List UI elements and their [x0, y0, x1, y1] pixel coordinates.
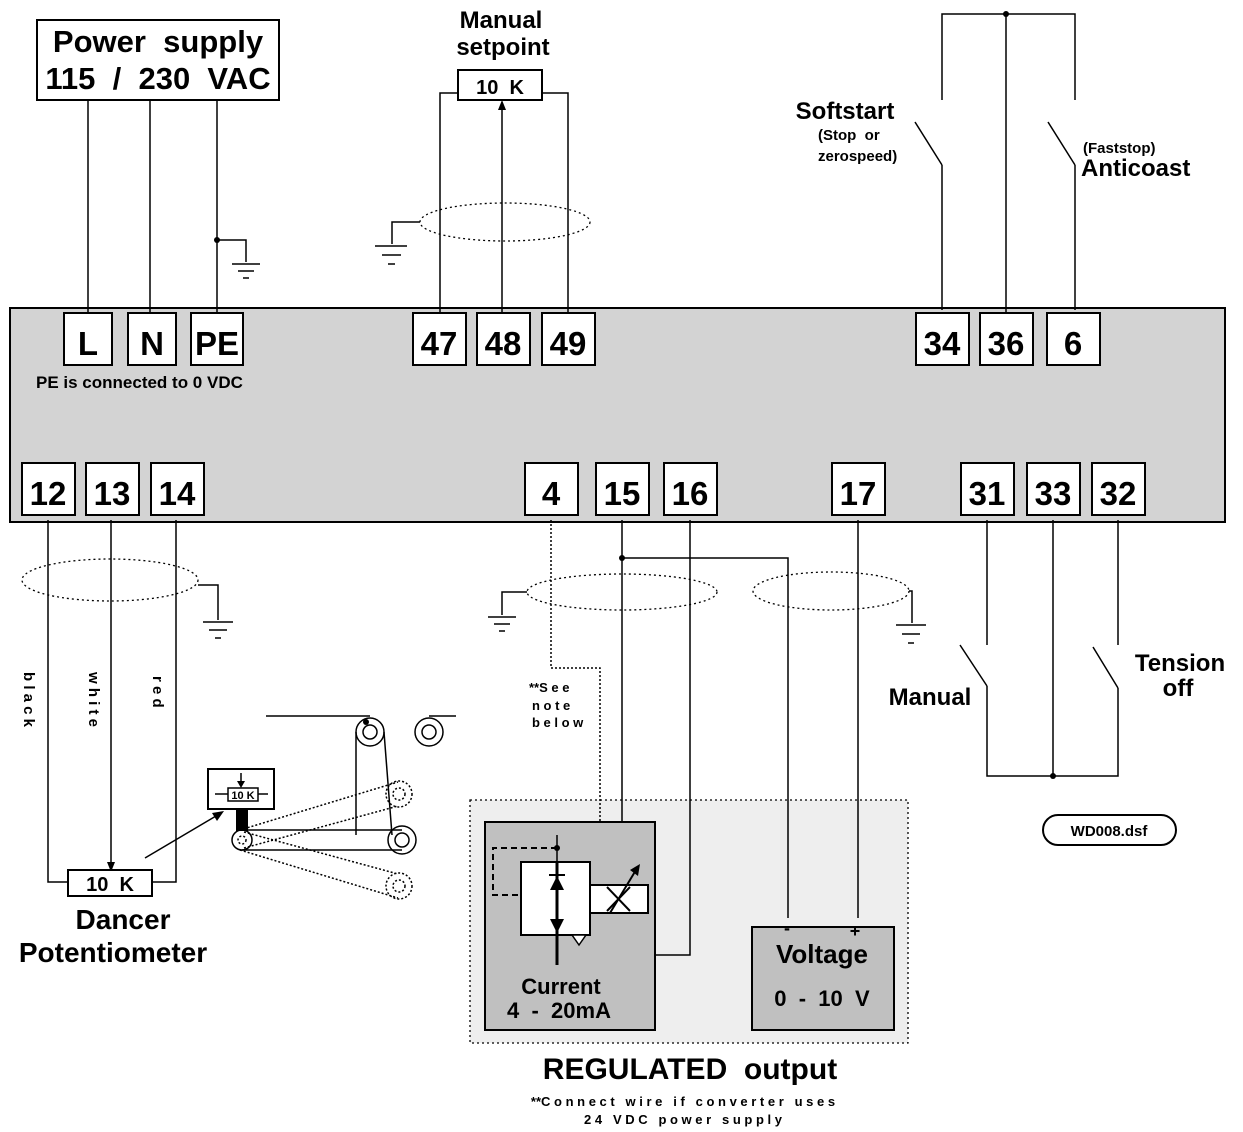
see-note-line2: n o t e: [532, 698, 570, 713]
manual-setpoint: Manual setpoint 10 K: [375, 7, 591, 312]
terminal-33: 33: [1035, 475, 1072, 512]
terminal-47: 47: [421, 325, 458, 362]
anticoast-title: Anticoast: [1081, 155, 1190, 182]
terminal-36: 36: [988, 325, 1025, 362]
power-supply-line1: Power supply: [53, 24, 264, 59]
terminal-32: 32: [1100, 475, 1137, 512]
manual-setpoint-line2: setpoint: [456, 34, 549, 61]
current-line2: 4 - 20mA: [507, 998, 611, 1023]
voltage-output-box: - + Voltage 0 - 10 V: [751, 918, 895, 1031]
manual-tension-switches: Manual Tension off: [889, 520, 1225, 779]
ground-icon: [896, 624, 926, 644]
footnote-line2: 2 4 V D C p o w e r s u p p l y: [584, 1112, 783, 1127]
terminal-16: 16: [672, 475, 709, 512]
softstart-sub2: zerospeed): [818, 148, 897, 165]
manual-setpoint-line1: Manual: [460, 7, 543, 34]
see-note-line3: b e l o w: [532, 715, 584, 730]
power-supply-line2: 115 / 230 VAC: [45, 61, 270, 96]
softstart-sub1: (Stop or: [818, 127, 880, 144]
terminal-48: 48: [485, 325, 522, 362]
terminal-6: 6: [1064, 325, 1082, 362]
see-note-line1: **S e e: [529, 680, 569, 695]
ground-icon: [203, 621, 233, 639]
voltage-minus: -: [784, 918, 790, 938]
dancer-sensor-label: 10 K: [231, 790, 254, 802]
voltage-line2: 0 - 10 V: [774, 986, 870, 1011]
tension-off-line2: off: [1163, 675, 1195, 702]
wire-label-black: b l a c k: [20, 672, 37, 728]
terminal-34: 34: [924, 325, 961, 362]
regulated-output-title: REGULATED output: [543, 1053, 837, 1086]
dancer-mechanism: 10 K: [207, 715, 456, 900]
terminal-N: N: [140, 325, 164, 362]
power-supply: Power supply 115 / 230 VAC: [36, 19, 280, 312]
terminal-13: 13: [94, 475, 131, 512]
terminal-12: 12: [30, 475, 67, 512]
terminal-L: L: [78, 325, 98, 362]
manual-switch-label: Manual: [889, 684, 972, 711]
dancer-wiring: b l a c k w h i t e r e d 10 K Dancer Po…: [19, 520, 233, 968]
dancer-line2: Potentiometer: [19, 937, 207, 968]
terminal-PE: PE: [195, 325, 239, 362]
file-tag: WD008.dsf: [1042, 814, 1177, 846]
ground-icon: [375, 245, 407, 265]
tension-off-line1: Tension: [1135, 650, 1225, 677]
terminal-14: 14: [159, 475, 196, 512]
terminal-15: 15: [604, 475, 641, 512]
anticoast-sub: (Faststop): [1083, 140, 1156, 157]
terminals-bottom: 12 13 14 4 15 16 17 31 33 32: [21, 462, 1146, 516]
terminal-49: 49: [550, 325, 587, 362]
pe-note: PE is connected to 0 VDC: [36, 373, 243, 392]
terminal-17: 17: [840, 475, 877, 512]
dancer-line1: Dancer: [76, 904, 171, 935]
softstart-anticoast: Softstart (Stop or zerospeed) (Faststop)…: [796, 11, 1190, 312]
softstart-title: Softstart: [796, 98, 895, 125]
terminal-31: 31: [969, 475, 1006, 512]
wire-label-white: w h i t e: [85, 671, 102, 727]
setpoint-pot-label: 10 K: [476, 77, 524, 99]
ground-icon: [232, 263, 260, 279]
wire-label-red: r e d: [149, 676, 166, 708]
current-line1: Current: [521, 974, 601, 999]
voltage-line1: Voltage: [776, 939, 868, 969]
terminal-4: 4: [542, 475, 561, 512]
file-tag-label: WD008.dsf: [1071, 823, 1149, 840]
dancer-pot-label: 10 K: [86, 874, 134, 896]
terminals-top: L N PE 47 48 49 34 36 6 PE is connected …: [36, 312, 1101, 392]
voltage-plus: +: [850, 921, 861, 941]
ground-icon: [488, 616, 516, 632]
current-output-box: Current 4 - 20mA: [484, 821, 656, 1031]
footnote-line1: **C o n n e c t w i r e i f c o n v e r …: [531, 1094, 835, 1109]
